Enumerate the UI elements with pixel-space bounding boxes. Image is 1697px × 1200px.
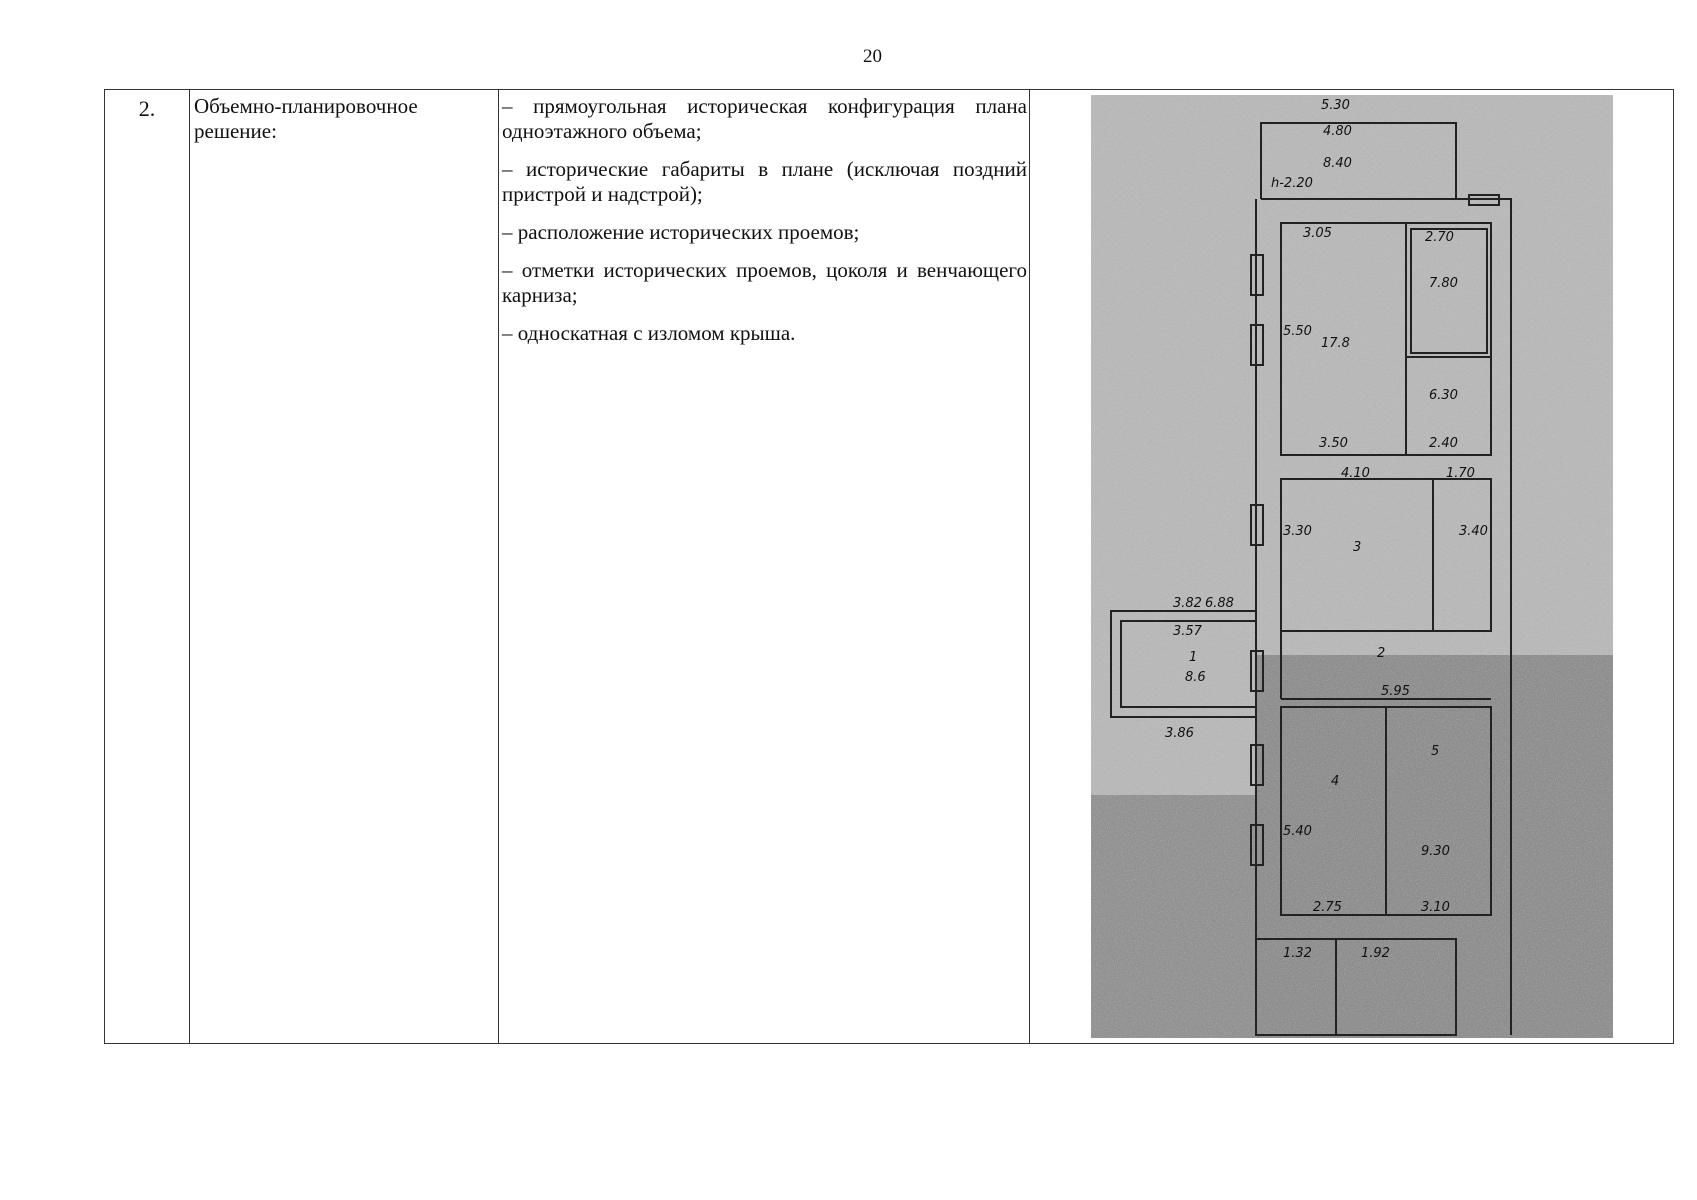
dimension-label: 3.10 (1421, 900, 1450, 915)
dimension-label: 2.40 (1429, 436, 1458, 451)
dimension-label: 8.40 (1323, 156, 1352, 171)
dimension-label: 1.32 (1283, 946, 1312, 961)
room-number-label: 1 (1189, 650, 1197, 665)
list-item: – прямоугольная историческая конфигураци… (502, 94, 1027, 143)
dimension-label: 3.05 (1303, 226, 1332, 241)
list-item: – исторические габариты в плане (исключа… (502, 157, 1027, 206)
dimension-label: 5.95 (1381, 684, 1410, 699)
dimension-label: 4.80 (1323, 124, 1352, 139)
dimension-label: 6.30 (1429, 388, 1458, 403)
floor-plan-cell: 5.30 4.80 8.40 h-2.20 3.05 5.50 17.8 3.5… (1029, 89, 1674, 1044)
row-number-cell: 2. (104, 89, 190, 1044)
dimension-label: 9.30 (1421, 844, 1450, 859)
table-row: 2. Объемно-планировочное решение: – прям… (104, 89, 1674, 1044)
dimension-label: 5.50 (1283, 324, 1312, 339)
dimension-label: 17.8 (1321, 336, 1350, 351)
dimension-label: 3.50 (1319, 436, 1348, 451)
room-number-label: 5 (1431, 744, 1439, 759)
heritage-table: 2. Объемно-планировочное решение: – прям… (104, 89, 1674, 1044)
dimension-label: 6.88 (1205, 596, 1234, 611)
dimension-label: 1.92 (1361, 946, 1390, 961)
row-name-cell: Объемно-планировочное решение: (189, 89, 499, 1044)
room-number-label: 2 (1377, 646, 1385, 661)
dimension-label: 3.86 (1165, 726, 1194, 741)
room-number-label: 4 (1331, 774, 1339, 789)
dimension-label: 2.70 (1425, 230, 1454, 245)
plan-noise (1091, 95, 1613, 1038)
dimension-label: 5.30 (1321, 98, 1350, 113)
plan-walls (1110, 122, 1512, 1036)
dimension-label: 1.70 (1446, 466, 1475, 481)
dimension-label: 3.82 (1173, 596, 1202, 611)
row-number: 2. (138, 96, 156, 121)
dimension-label: 8.6 (1185, 670, 1206, 685)
list-item: – односкатная с изломом крыша. (502, 321, 796, 345)
dimension-label: 3.57 (1173, 624, 1203, 639)
dimension-label: 3.40 (1459, 524, 1488, 539)
dimension-label: 4.10 (1341, 466, 1370, 481)
list-item: – расположение исторических проемов; (502, 220, 860, 244)
dimension-label: 3.30 (1283, 524, 1312, 539)
row-name: Объемно-планировочное решение: (194, 94, 418, 143)
dimension-label: 2.75 (1313, 900, 1342, 915)
page-number: 20 (863, 46, 882, 67)
dimension-label: 7.80 (1429, 276, 1458, 291)
dimension-label: h-2.20 (1271, 176, 1313, 191)
row-description-cell: – прямоугольная историческая конфигураци… (498, 89, 1030, 1044)
dimension-label: 5.40 (1283, 824, 1312, 839)
plan-dimension-labels: 5.30 4.80 8.40 h-2.20 3.05 5.50 17.8 3.5… (1165, 98, 1488, 961)
room-number-label: 3 (1353, 540, 1361, 555)
list-item: – отметки исторических проемов, цоколя и… (502, 258, 1027, 307)
floor-plan-image: 5.30 4.80 8.40 h-2.20 3.05 5.50 17.8 3.5… (1091, 95, 1613, 1038)
